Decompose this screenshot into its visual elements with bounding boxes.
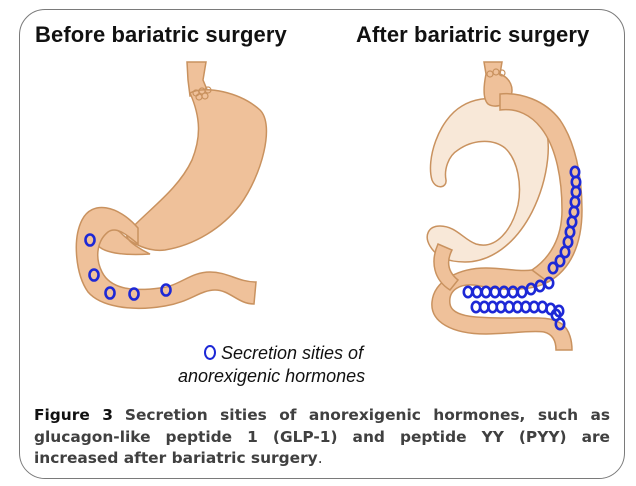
- secretion-site-legend-icon: [204, 345, 216, 360]
- remnant-stomach: [427, 98, 548, 262]
- bypass-stomach: [427, 62, 582, 350]
- secretion-site-marker: [482, 287, 490, 297]
- secretion-site-marker: [538, 302, 546, 312]
- caption-label: Figure 3: [34, 406, 113, 424]
- normal-stomach: [76, 62, 266, 308]
- legend: Secretion sities of anorexigenic hormone…: [204, 342, 444, 388]
- caption-end: .: [318, 449, 323, 467]
- legend-line-1: Secretion sities of: [221, 343, 363, 363]
- figure-caption: Figure 3 Secretion sities of anorexigeni…: [34, 405, 610, 470]
- legend-line-2: anorexigenic hormones: [178, 365, 444, 388]
- secretion-site-marker: [473, 287, 481, 297]
- secretion-site-marker: [464, 287, 472, 297]
- secretion-site-marker: [547, 304, 555, 314]
